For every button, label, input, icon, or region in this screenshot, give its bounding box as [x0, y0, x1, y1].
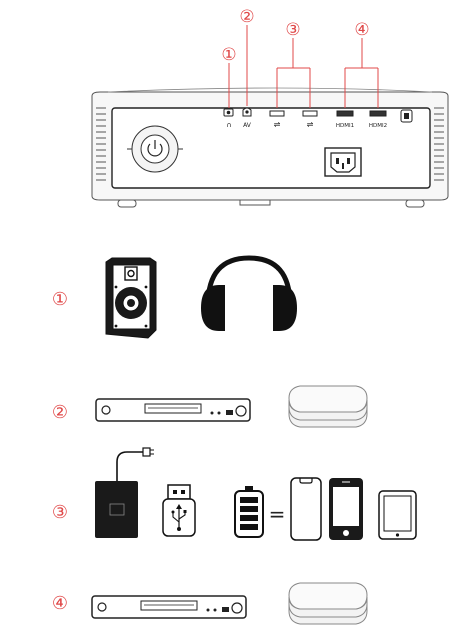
right-foot — [405, 199, 425, 208]
tablet-icon — [378, 490, 417, 540]
tv-box-icon — [288, 582, 368, 625]
av-port-icon — [242, 107, 252, 117]
left-vent — [96, 107, 106, 181]
row-4-number: ④ — [52, 593, 68, 614]
dvd-player-icon — [91, 595, 247, 619]
power-inlet-icon — [324, 147, 362, 177]
hard-drive-icon — [95, 447, 154, 538]
hdmi-port-2-label: HDMI2 — [369, 123, 387, 129]
callout-1: ① — [221, 45, 236, 65]
speaker-icon — [105, 257, 157, 339]
phone-icon — [290, 477, 322, 541]
row-2-number: ② — [52, 402, 68, 423]
av-port-label: AV — [243, 122, 252, 129]
callout-4: ④ — [354, 20, 369, 40]
headphones-icon — [201, 255, 297, 331]
hdmi-port-1-label: HDMI1 — [336, 123, 354, 129]
left-foot — [117, 199, 137, 208]
smartphone-icon — [329, 478, 363, 540]
usb-port-2-label: ⇌ — [307, 120, 314, 129]
callout-2: ② — [239, 7, 254, 27]
row-1-number: ① — [52, 289, 68, 310]
usb-stick-icon — [162, 484, 196, 537]
row-3-number: ③ — [52, 502, 68, 523]
equals-symbol: = — [269, 502, 286, 526]
power-button[interactable] — [127, 125, 183, 173]
usb-port-1-icon — [269, 110, 285, 117]
dvd-player-icon — [95, 398, 251, 422]
audio-port-icon — [223, 108, 234, 117]
service-port-icon — [400, 109, 413, 123]
battery-icon — [234, 486, 264, 538]
tv-box-icon — [288, 385, 368, 428]
callout-3: ③ — [285, 20, 300, 40]
port-callouts: ① ② ③ ④ — [221, 7, 379, 108]
hdmi-port-2-icon — [369, 110, 387, 117]
projector-back-panel: ∩ AV ⇌ ⇌ HDMI1 HDMI2 — [91, 87, 449, 208]
hdmi-port-1-icon — [336, 110, 354, 117]
usb-port-1-label: ⇌ — [274, 120, 281, 129]
right-vent — [434, 107, 444, 181]
center-foot — [239, 199, 271, 206]
usb-port-2-icon — [302, 110, 318, 117]
audio-port-label: ∩ — [226, 121, 231, 129]
